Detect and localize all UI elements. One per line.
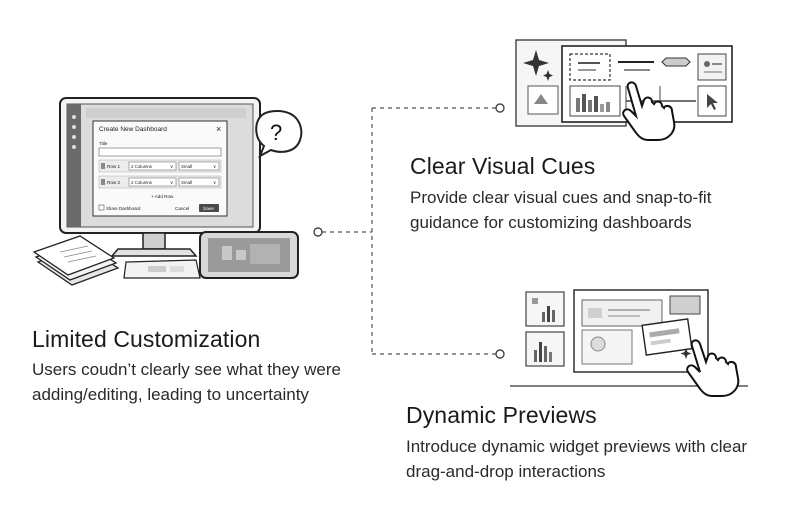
cancel-button[interactable]: Cancel — [175, 206, 189, 211]
cursor-arrow-icon — [707, 94, 718, 110]
drag-hand-icon — [686, 339, 740, 397]
chevron-down-icon: ∨ — [213, 180, 216, 185]
solution-2-title: Dynamic Previews — [406, 402, 597, 428]
svg-text:Small: Small — [181, 180, 192, 185]
desk-items — [123, 259, 201, 279]
svg-text:2 Columns: 2 Columns — [131, 180, 153, 185]
pointer-hand-icon — [622, 81, 676, 141]
row1-label: Row 1 — [107, 164, 120, 169]
title-input[interactable] — [98, 147, 222, 157]
svg-text:Small: Small — [181, 164, 192, 169]
chevron-down-icon: ∨ — [170, 180, 173, 185]
add-row-button[interactable]: + Add Row — [151, 194, 174, 199]
bar-chart-icon — [576, 94, 610, 112]
svg-text:2 Columns: 2 Columns — [131, 164, 153, 169]
problem-title: Limited Customization — [32, 326, 261, 352]
create-dashboard-dialog: Create New Dashboard × Title Row 1 2 Col… — [92, 120, 228, 217]
solution-2-description: Introduce dynamic widget previews with c… — [406, 437, 748, 481]
dialog-title: Create New Dashboard — [99, 126, 167, 133]
problem-description: Users coudn’t clearly see what they were… — [32, 360, 341, 404]
share-label: Share Dashboard — [106, 206, 141, 211]
row1-size-select[interactable] — [178, 161, 220, 171]
papers — [32, 235, 120, 286]
title-label: Title — [99, 141, 108, 146]
svg-text:Save: Save — [203, 206, 214, 212]
row1-columns-select[interactable] — [128, 161, 177, 171]
chevron-down-icon: ∨ — [213, 164, 216, 169]
chevron-down-icon: ∨ — [170, 164, 173, 169]
close-icon[interactable]: × — [216, 124, 221, 134]
row2-columns-select[interactable] — [128, 177, 177, 187]
solution-1-title: Clear Visual Cues — [410, 153, 596, 179]
share-checkbox[interactable] — [98, 204, 105, 211]
row2-size-select[interactable] — [178, 177, 220, 187]
save-button[interactable] — [199, 204, 219, 212]
question-icon: ? — [270, 120, 282, 145]
row2-label: Row 2 — [107, 180, 120, 185]
tablet — [199, 231, 299, 279]
sparkle-icon — [523, 50, 553, 81]
solution-1-description: Provide clear visual cues and snap-to-fi… — [410, 188, 712, 232]
question-bubble: ? — [255, 109, 303, 159]
